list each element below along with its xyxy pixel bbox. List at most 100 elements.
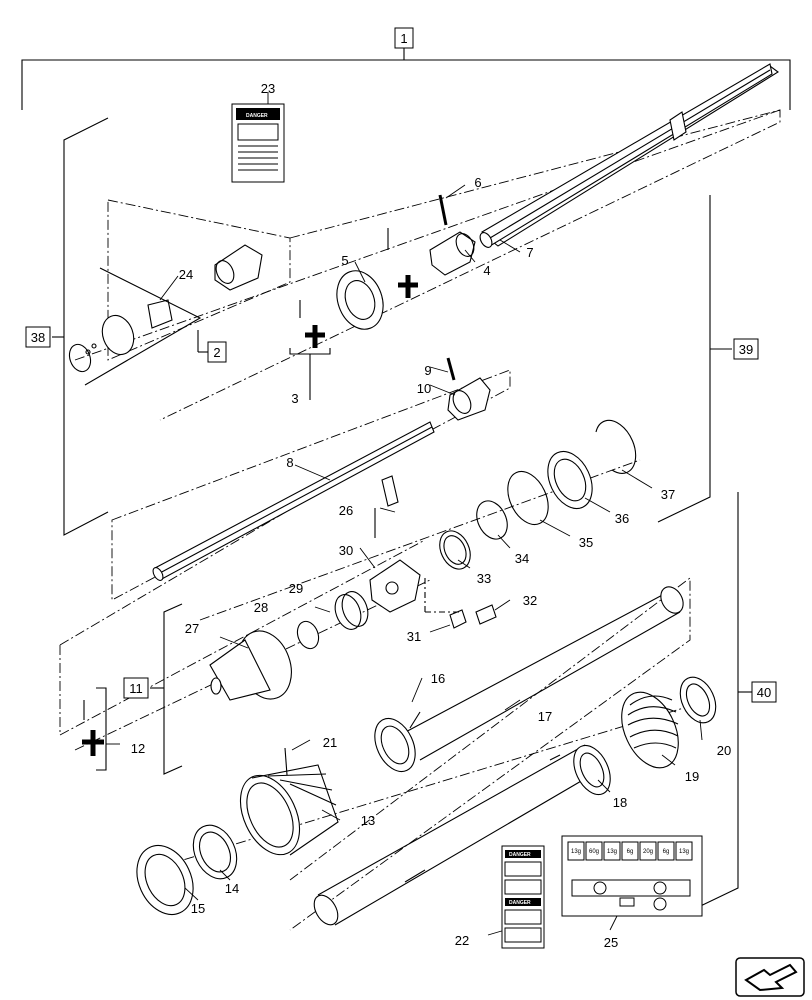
callout-36: 36 <box>615 511 629 526</box>
callout-13: 13 <box>361 813 375 828</box>
yoke-30 <box>369 559 421 613</box>
spec-cell-value: 13g <box>679 849 689 855</box>
callout-labels: 1234567891011121314151617181920212223242… <box>25 27 777 950</box>
bracket-40 <box>687 492 752 913</box>
next-page-arrow-icon[interactable] <box>735 957 805 997</box>
guard-tube-17 <box>399 586 684 761</box>
outline-tube-7 <box>159 109 781 421</box>
callout-box-1 <box>394 27 414 49</box>
guard-bellows-19 <box>621 691 679 769</box>
ring-34 <box>476 500 508 540</box>
bracket-38 <box>52 117 109 536</box>
callout-box-38 <box>25 326 51 348</box>
flange-yoke-5 <box>336 270 384 330</box>
guard-bellows-13 <box>239 764 339 856</box>
spec-cell <box>603 841 621 861</box>
profile-shaft-8 <box>152 421 435 581</box>
spec-cell <box>675 841 693 861</box>
seal-ring-33 <box>439 530 471 570</box>
cross-kit-12 <box>82 687 107 771</box>
pin-6 <box>438 194 448 226</box>
bracket-11 <box>150 603 183 775</box>
profile-tube-7 <box>479 63 779 248</box>
bearing-ring-20 <box>679 676 717 724</box>
callout-box-11 <box>123 677 149 699</box>
yoke-27 <box>209 630 292 701</box>
axis-line-low <box>149 699 711 871</box>
pin-21 <box>284 747 288 776</box>
spec-cell-value: 60g <box>589 849 599 855</box>
callout-2: 2 <box>213 345 220 360</box>
spec-cell <box>621 841 639 861</box>
spec-decal-25: 13g 60g 13g 6g 20g 6g 13g <box>561 835 703 917</box>
callout-34: 34 <box>515 551 529 566</box>
pin-31 <box>449 609 467 629</box>
bearing-16 <box>374 717 416 773</box>
callout-4: 4 <box>483 263 490 278</box>
circlip-kit <box>68 267 210 386</box>
spec-cell-value: 20g <box>643 849 653 855</box>
callout-23: 23 <box>261 81 275 96</box>
callout-6: 6 <box>474 175 481 190</box>
callout-12: 12 <box>131 741 145 756</box>
ring-35 <box>507 470 549 526</box>
callout-1: 1 <box>400 31 407 46</box>
callout-22: 22 <box>455 933 469 948</box>
callout-25: 25 <box>604 935 618 950</box>
outline-upper <box>107 199 291 361</box>
callout-29: 29 <box>289 581 303 596</box>
decal-22-danger-word-1: DANGER <box>509 852 531 858</box>
callout-14: 14 <box>225 881 239 896</box>
axis-line-mid <box>199 459 641 621</box>
callout-17: 17 <box>538 709 552 724</box>
pin-26 <box>374 475 399 538</box>
cross-kit-upper <box>387 228 418 298</box>
callout-box-39 <box>733 338 759 360</box>
callout-11: 11 <box>129 681 143 696</box>
danger-decal-22: DANGER DANGER <box>501 845 545 949</box>
callout-37: 37 <box>661 487 675 502</box>
danger-decal-23: DANGER <box>231 103 285 183</box>
callout-8: 8 <box>286 455 293 470</box>
spec-cell-value: 13g <box>571 849 581 855</box>
callout-30: 30 <box>339 543 353 558</box>
circlip-37 <box>595 419 637 474</box>
callout-box-40 <box>751 681 777 703</box>
callout-35: 35 <box>579 535 593 550</box>
callout-20: 20 <box>717 743 731 758</box>
callout-21: 21 <box>323 735 337 750</box>
callout-box-2 <box>207 341 227 363</box>
pin-32 <box>475 604 497 625</box>
callout-28: 28 <box>254 600 268 615</box>
outline-shaft-8 <box>111 369 511 601</box>
spec-cell-value: 6g <box>627 849 634 855</box>
spec-cell <box>567 841 585 861</box>
cross-kit-3 <box>289 300 331 400</box>
guard-tube-inner <box>313 744 601 926</box>
spec-cell <box>639 841 657 861</box>
outline-middle <box>59 429 426 736</box>
assembly-1-bracket <box>21 46 791 110</box>
callout-3: 3 <box>291 391 298 406</box>
ring-28 <box>296 620 320 650</box>
decal-23-danger-word: DANGER <box>246 113 268 119</box>
callout-5: 5 <box>341 253 348 268</box>
callout-32: 32 <box>523 593 537 608</box>
callout-15: 15 <box>191 901 205 916</box>
spec-cell-value: 6g <box>663 849 670 855</box>
callout-16: 16 <box>431 671 445 686</box>
callout-26: 26 <box>339 503 353 518</box>
callout-18: 18 <box>613 795 627 810</box>
bearing-29 <box>334 591 369 630</box>
pin-9 <box>446 357 456 381</box>
bearing-18 <box>573 744 611 796</box>
callout-27: 27 <box>185 621 199 636</box>
callout-33: 33 <box>477 571 491 586</box>
callout-40: 40 <box>757 685 771 700</box>
spec-cell-value: 13g <box>607 849 617 855</box>
callout-19: 19 <box>685 769 699 784</box>
spec-cell <box>657 841 675 861</box>
bracket-39 <box>657 195 732 523</box>
yoke-10 <box>447 377 491 421</box>
